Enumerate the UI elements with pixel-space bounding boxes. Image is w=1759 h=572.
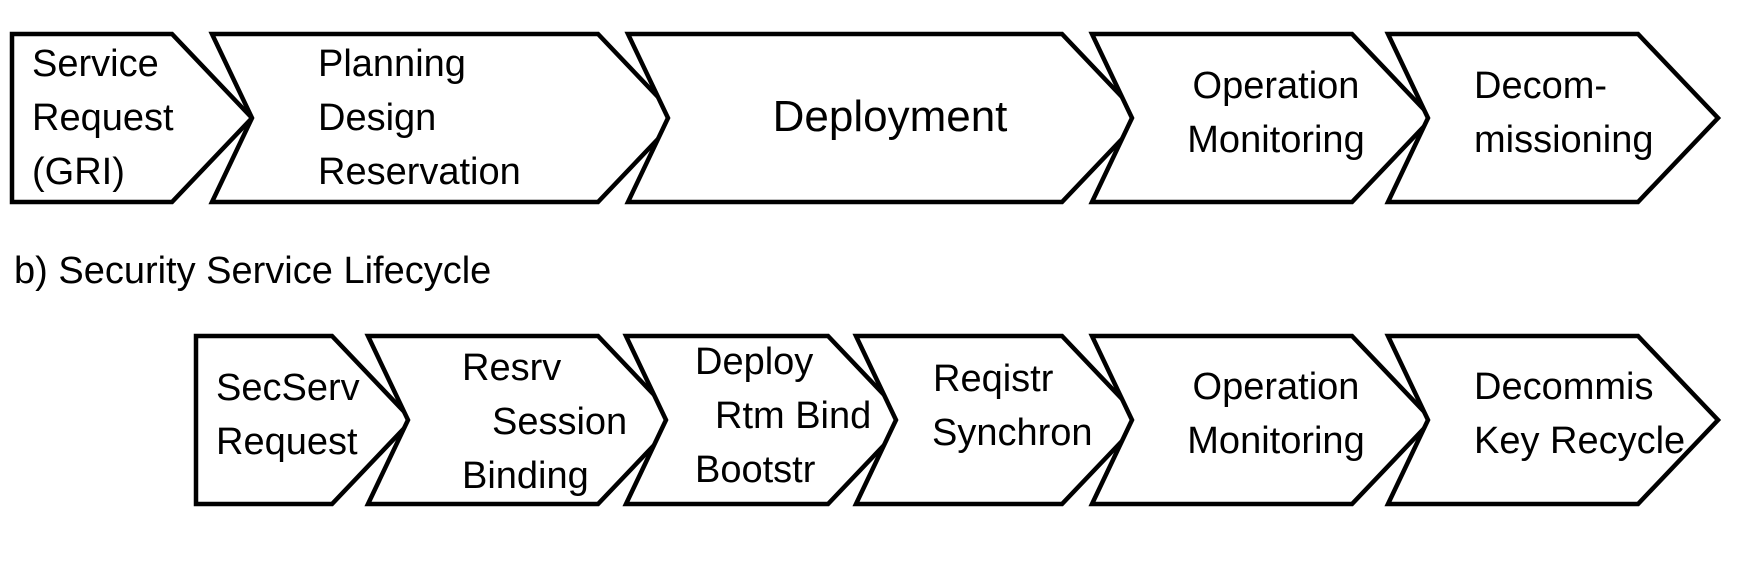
security-stage-3-line-2: Rtm Bind: [715, 395, 871, 437]
security-stage-2-line-1: Resrv: [462, 347, 561, 389]
security-stage-1-arrow: [193, 333, 416, 507]
security-stage-2-line-3: Binding: [462, 455, 589, 497]
security-stage-1-line-2: Request: [216, 421, 358, 463]
security-stage-5-arrow: [1088, 333, 1436, 507]
security-stage-2-arrow: [364, 333, 682, 507]
service-stage-4-line-2: Monitoring: [1187, 119, 1364, 161]
security-stage-4-line-1: Reqistr: [933, 358, 1054, 400]
service-stage-4-arrow: [1088, 31, 1436, 205]
service-stage-1-line-3: (GRI): [32, 151, 125, 193]
security-stage-4-arrow: [852, 333, 1146, 507]
service-stage-3-arrow: [624, 31, 1146, 205]
security-stage-3-line-1: Deploy: [695, 341, 813, 383]
service-stage-2-line-3: Reservation: [318, 151, 521, 193]
service-stage-5-arrow: [1384, 31, 1722, 205]
service-stage-1-arrow: [9, 31, 256, 205]
security-stage-5-line-1: Operation: [1193, 366, 1360, 408]
security-stage-2-line-2: Session: [492, 401, 627, 443]
security-stage-3-line-3: Bootstr: [695, 449, 816, 491]
service-stage-3-line-1: Deployment: [773, 92, 1008, 141]
service-stage-2-arrow: [208, 31, 682, 205]
security-stage-6-line-2: Key Recycle: [1474, 420, 1685, 462]
service-stage-1-line-2: Request: [32, 97, 174, 139]
service-stage-1-line-1: Service: [32, 43, 159, 85]
security-lifecycle-title: b) Security Service Lifecycle: [14, 250, 492, 292]
security-stage-6-line-1: Decommis: [1474, 366, 1653, 408]
security-stage-1-line-1: SecServ: [216, 367, 360, 409]
security-stage-6-arrow: [1384, 333, 1722, 507]
service-stage-5-label: Decom-missioning: [1474, 65, 1654, 161]
service-stage-5-line-1: Decom-: [1474, 65, 1607, 107]
security-stage-4-line-2: Synchron: [932, 412, 1093, 454]
service-stage-2-line-2: Design: [318, 97, 436, 139]
service-stage-3-label: Deployment: [773, 92, 1008, 141]
security-stage-5-line-2: Monitoring: [1187, 420, 1364, 462]
security-stage-3-arrow: [622, 333, 912, 507]
service-stage-5-line-2: missioning: [1474, 119, 1654, 161]
service-stage-4-line-1: Operation: [1193, 65, 1360, 107]
service-stage-2-line-1: Planning: [318, 43, 466, 85]
